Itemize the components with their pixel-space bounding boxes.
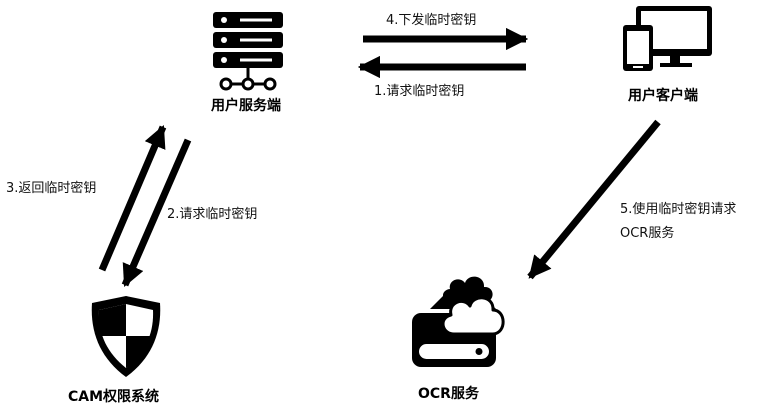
server-label: 用户服务端 (211, 98, 281, 114)
server-icon (213, 12, 283, 91)
use-key-label: 5.使用临时密钥请求 OCR服务 (620, 202, 737, 241)
arrow-cam-request (121, 138, 192, 288)
cam-label: CAM权限系统 (68, 389, 160, 405)
client-label: 用户客户端 (628, 88, 698, 104)
cloud-storage-icon (412, 276, 505, 367)
issue-key-label: 4.下发临时密钥 (386, 13, 477, 28)
request-key-label: 1.请求临时密钥 (374, 84, 465, 99)
arrow-use-key (527, 119, 661, 280)
devices-icon (623, 6, 712, 71)
ocr-label: OCR服务 (418, 386, 479, 402)
cam-request-label: 2.请求临时密钥 (167, 207, 258, 222)
arrow-cam-return (98, 124, 167, 272)
shield-icon (91, 296, 161, 377)
cam-return-label: 3.返回临时密钥 (6, 181, 97, 196)
